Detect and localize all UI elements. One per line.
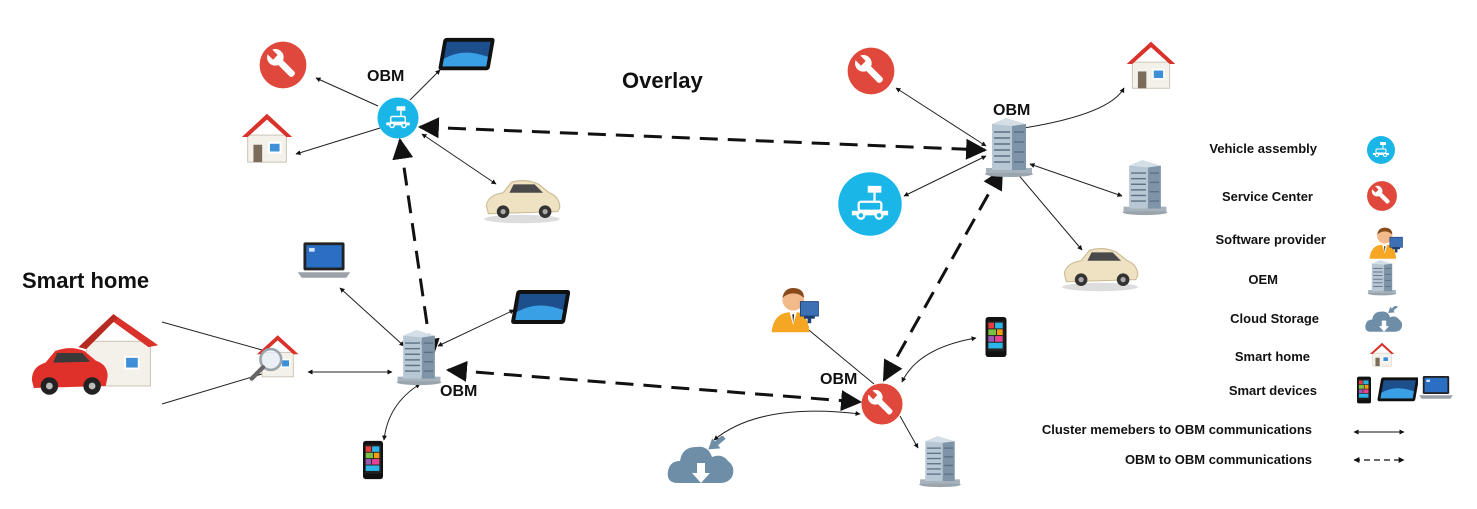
service-center-icon xyxy=(259,41,307,89)
legend-label-smart-home: Smart home xyxy=(1234,349,1310,364)
legend-label-service-center: Service Center xyxy=(1221,189,1313,204)
legend-laptop-icon xyxy=(1419,376,1453,399)
vehicle-assembly-icon xyxy=(837,171,903,237)
legend-label-oem: OEM xyxy=(1248,272,1278,287)
house-icon xyxy=(240,112,294,164)
tablet-icon xyxy=(510,290,570,324)
vehicle-assembly-obm-icon xyxy=(376,96,420,140)
legend-label-software-provider: Software provider xyxy=(1215,232,1326,247)
cloud-storage-icon xyxy=(667,436,734,483)
obm-label-bottom-right: OBM xyxy=(820,371,858,388)
legend-label-cloud-storage: Cloud Storage xyxy=(1230,311,1319,326)
legend-software-provider-icon xyxy=(1369,227,1403,260)
legend-tablet-icon xyxy=(1377,377,1418,402)
service-center-icon xyxy=(847,47,895,95)
house-icon xyxy=(1125,40,1177,90)
obm-label-bottom-left: OBM xyxy=(440,383,478,400)
legend-label-smart-devices: Smart devices xyxy=(1228,383,1317,398)
obm-link-top xyxy=(417,117,988,160)
smart-home-title: Smart home xyxy=(22,268,150,293)
oem-obm-icon xyxy=(984,118,1034,178)
legend-label-cluster-comm: Cluster memebers to OBM communications xyxy=(1041,422,1312,437)
phone-icon xyxy=(363,440,383,480)
obm-label-top-right: OBM xyxy=(993,102,1031,119)
software-provider-icon xyxy=(771,287,819,333)
obm-link-bottom xyxy=(445,360,863,412)
legend-cloud-storage-icon xyxy=(1365,306,1403,332)
car-icon xyxy=(1061,248,1139,292)
smart-home-magnifier-icon xyxy=(252,335,299,378)
legend-phone-icon xyxy=(1357,376,1371,404)
obm-link-left xyxy=(392,137,440,361)
oem-obm-icon xyxy=(395,330,443,386)
legend-oem-icon xyxy=(1367,260,1397,296)
cluster-member-links xyxy=(161,69,1125,449)
obm-to-obm-links xyxy=(392,117,1004,412)
legend-label-obm-comm: OBM to OBM communications xyxy=(1124,452,1312,467)
laptop-icon xyxy=(297,242,351,278)
legend-service-center-icon xyxy=(1367,181,1397,211)
obm-link-right xyxy=(882,168,1004,382)
tablet-icon xyxy=(438,37,496,71)
service-center-obm-icon xyxy=(861,383,903,425)
legend-icons xyxy=(1353,135,1453,463)
legend-label-vehicle-assembly: Vehicle assembly xyxy=(1209,141,1317,156)
car-icon xyxy=(483,180,561,224)
legend-vehicle-assembly-icon xyxy=(1366,135,1396,165)
obm-label-top-left: OBM xyxy=(367,68,405,85)
overlay-title: Overlay xyxy=(622,68,703,93)
building-icon xyxy=(1121,160,1169,216)
smart-home-car-icon xyxy=(30,313,160,396)
legend-smart-home-icon xyxy=(1369,342,1395,367)
phone-icon xyxy=(985,316,1007,358)
building-icon xyxy=(918,436,962,488)
